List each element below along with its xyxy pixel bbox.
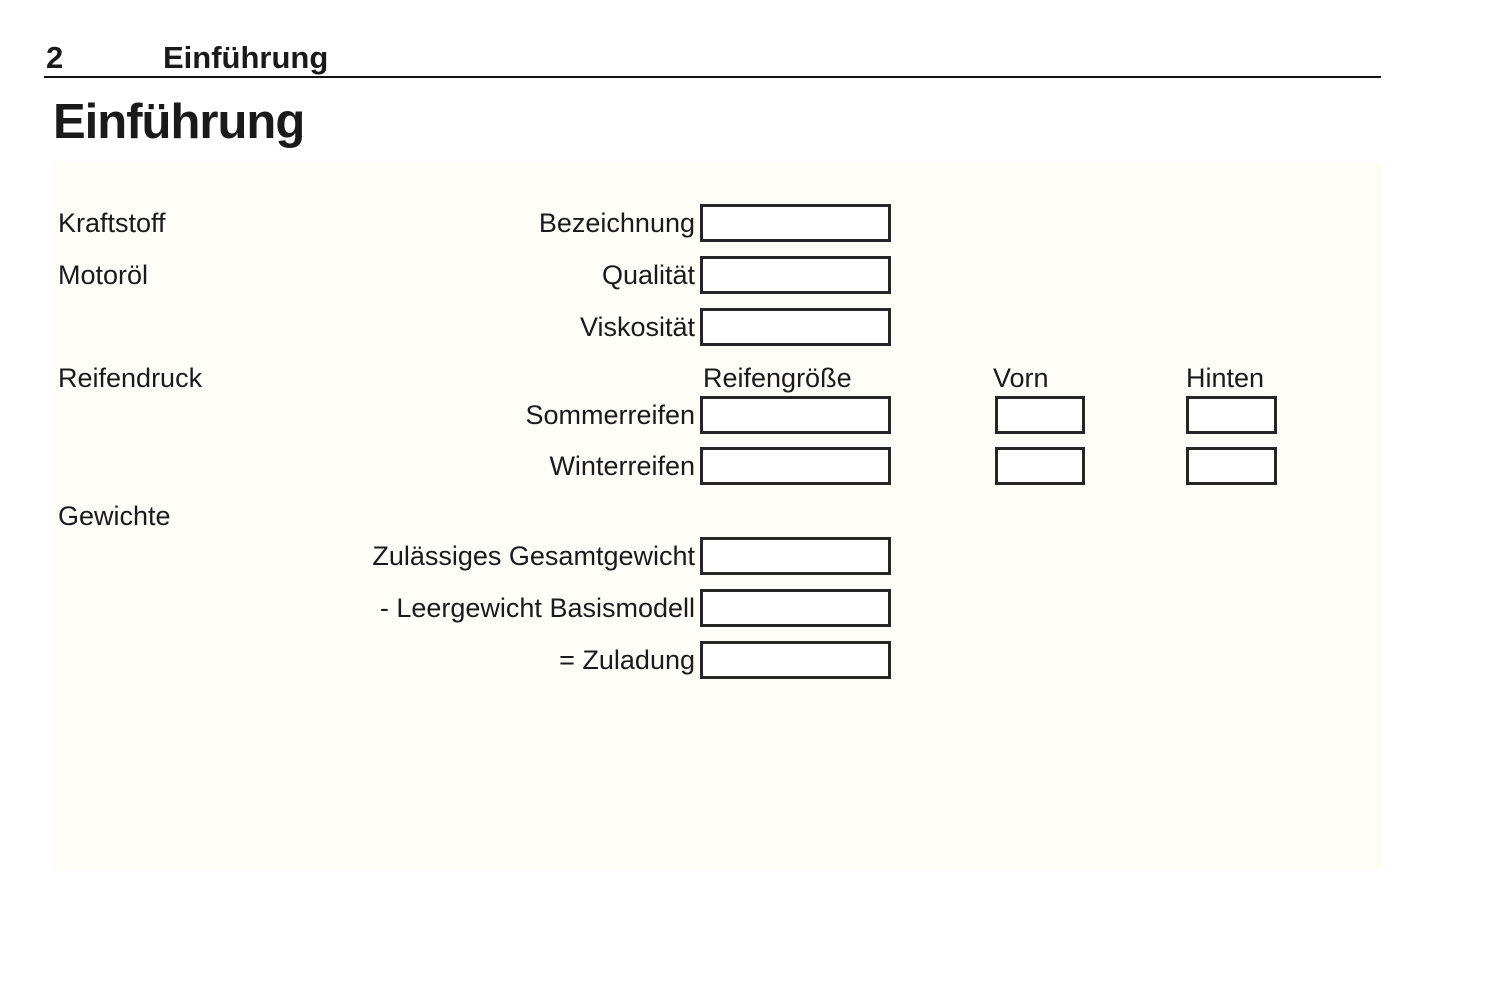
bezeichnung-label: Bezeichnung [538, 208, 695, 238]
qualitaet-label: Qualität [601, 260, 695, 290]
chapter-title: Einführung [163, 40, 329, 75]
sommerreifen-label: Sommerreifen [525, 400, 695, 430]
row-qualitaet: Qualität [50, 256, 1383, 294]
winterreifen-label: Winterreifen [549, 451, 695, 481]
sommerreifen-reifengroesse-input[interactable] [700, 396, 891, 434]
row-leergewicht: - Leergewicht Basismodell [50, 589, 1383, 627]
column-header-vorn: Vorn [993, 363, 1049, 393]
row-gesamtgewicht: Zulässiges Gesamtgewicht [50, 537, 1383, 575]
leergewicht-label: - Leergewicht Basismodell [379, 593, 695, 623]
zuladung-input[interactable] [700, 641, 891, 679]
section-label-gewichte: Gewichte [58, 501, 171, 531]
gesamtgewicht-label: Zulässiges Gesamtgewicht [372, 541, 695, 571]
winterreifen-hinten-input[interactable] [1186, 447, 1277, 485]
column-header-hinten: Hinten [1186, 363, 1265, 393]
page-title: Einführung [53, 95, 305, 149]
row-winterreifen: Winterreifen [50, 447, 1383, 485]
column-header-reifengroesse: Reifengröße [703, 363, 852, 393]
header-rule [44, 76, 1381, 78]
sommerreifen-vorn-input[interactable] [995, 396, 1085, 434]
row-viskositaet: Viskosität [50, 308, 1383, 346]
gesamtgewicht-input[interactable] [700, 537, 891, 575]
row-bezeichnung: Bezeichnung [50, 204, 1383, 242]
form-panel: Kraftstoff Motoröl Reifendruck Gewichte … [50, 162, 1383, 870]
viskositaet-input[interactable] [700, 308, 891, 346]
qualitaet-input[interactable] [700, 256, 891, 294]
leergewicht-input[interactable] [700, 589, 891, 627]
section-label-kraftstoff: Kraftstoff [58, 208, 166, 238]
row-sommerreifen: Sommerreifen [50, 396, 1383, 434]
page-number: 2 [46, 40, 64, 75]
bezeichnung-input[interactable] [700, 204, 891, 242]
viskositaet-label: Viskosität [579, 312, 695, 342]
zuladung-label: = Zuladung [559, 645, 695, 675]
section-label-reifendruck: Reifendruck [58, 363, 203, 393]
winterreifen-vorn-input[interactable] [995, 447, 1085, 485]
row-zuladung: = Zuladung [50, 641, 1383, 679]
sommerreifen-hinten-input[interactable] [1186, 396, 1277, 434]
section-label-motoroel: Motoröl [58, 260, 149, 290]
winterreifen-reifengroesse-input[interactable] [700, 447, 891, 485]
